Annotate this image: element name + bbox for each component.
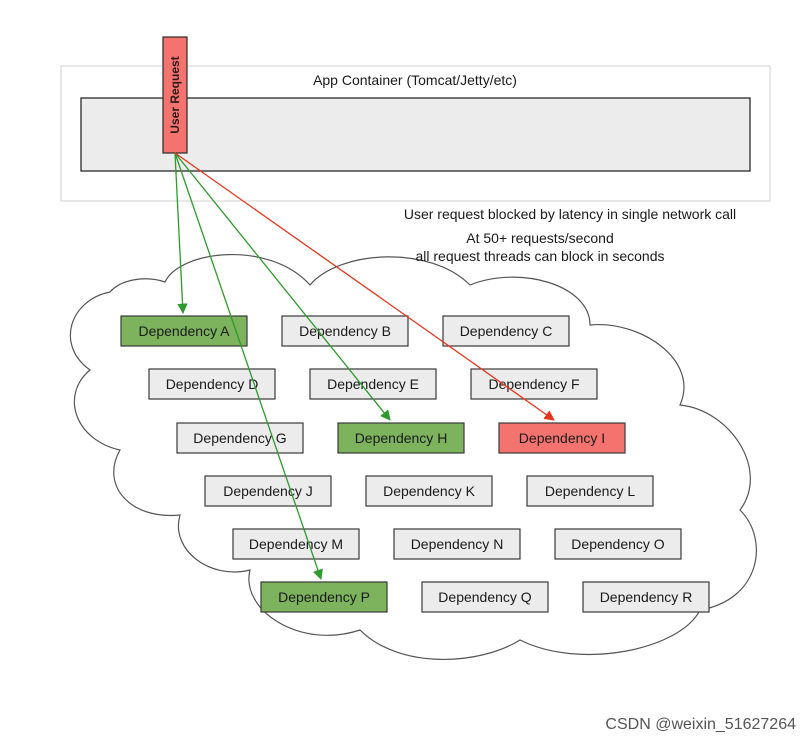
- dependency-d-node: Dependency D: [148, 368, 276, 400]
- dependency-h-box: [337, 422, 465, 454]
- dependency-o-label: Dependency O: [571, 536, 665, 552]
- dependency-l-box: [526, 475, 654, 507]
- dependency-p-label: Dependency P: [278, 589, 370, 605]
- latency-note-line-2: At 50+ requests/second: [466, 230, 614, 246]
- dependency-n-label: Dependency N: [411, 536, 504, 552]
- dependency-n-box: [393, 528, 521, 560]
- dependency-f-label: Dependency F: [488, 376, 579, 392]
- dependency-m-label: Dependency M: [249, 536, 343, 552]
- dependency-e-box: [309, 368, 437, 400]
- dependency-r-box: [582, 581, 710, 613]
- user-request-label: User Request: [160, 37, 190, 153]
- dependency-r-node: Dependency R: [582, 581, 710, 613]
- latency-note-line-3: all request threads can block in seconds: [415, 248, 665, 264]
- dependency-k-box: [365, 475, 493, 507]
- user-request-text: User Request: [168, 56, 182, 134]
- dependency-q-label: Dependency Q: [438, 589, 532, 605]
- dependency-g-box: [176, 422, 304, 454]
- app-container-bar: [80, 97, 751, 172]
- dependency-e-label: Dependency E: [327, 376, 419, 392]
- dependency-c-node: Dependency C: [442, 315, 570, 347]
- dependency-e-node: Dependency E: [309, 368, 437, 400]
- dependency-g-label: Dependency G: [193, 430, 286, 446]
- dependency-layer: Dependency A Dependency B Dependency C Depe…: [120, 315, 710, 613]
- dependency-j-label: Dependency J: [223, 483, 313, 499]
- dependency-g-node: Dependency G: [176, 422, 304, 454]
- dependency-j-box: [204, 475, 332, 507]
- call-arrow-to-dependency-a: [174, 152, 188, 315]
- dependency-l-label: Dependency L: [545, 483, 636, 499]
- app-container-title: App Container (Tomcat/Jetty/etc): [313, 72, 517, 88]
- dependency-k-label: Dependency K: [383, 483, 476, 499]
- dependency-i-label: Dependency I: [519, 430, 605, 446]
- dependency-p-box: [260, 581, 388, 613]
- dependency-r-label: Dependency R: [600, 589, 693, 605]
- call-arrow-to-dependency-h: [174, 152, 391, 421]
- latency-note-line-1: User request blocked by latency in singl…: [403, 206, 737, 222]
- dependency-p-node: Dependency P: [260, 581, 388, 613]
- dependency-j-node: Dependency J: [204, 475, 332, 507]
- dependency-o-box: [554, 528, 682, 560]
- dependency-q-node: Dependency Q: [421, 581, 549, 613]
- user-request-box: [162, 36, 188, 154]
- watermark: CSDN @weixin_51627264: [605, 716, 796, 733]
- dependency-a-label: Dependency A: [138, 323, 230, 339]
- dependency-l-node: Dependency L: [526, 475, 654, 507]
- call-arrow-to-dependency-i: [174, 152, 555, 421]
- call-arrow-to-dependency-p: [174, 152, 323, 580]
- dependency-d-label: Dependency D: [166, 376, 259, 392]
- dependency-f-node: Dependency F: [470, 368, 598, 400]
- dependency-b-box: [281, 315, 409, 347]
- dependency-i-node: Dependency I: [498, 422, 626, 454]
- dependency-h-label: Dependency H: [355, 430, 448, 446]
- dependency-i-box: [498, 422, 626, 454]
- dependency-b-node: Dependency B: [281, 315, 409, 347]
- dependency-m-box: [232, 528, 360, 560]
- dependency-k-node: Dependency K: [365, 475, 493, 507]
- dependency-n-node: Dependency N: [393, 528, 521, 560]
- dependency-h-node: Dependency H: [337, 422, 465, 454]
- dependency-f-box: [470, 368, 598, 400]
- dependency-q-box: [421, 581, 549, 613]
- dependency-a-node: Dependency A: [120, 315, 248, 347]
- dependency-c-box: [442, 315, 570, 347]
- dependency-b-label: Dependency B: [299, 323, 391, 339]
- dependency-o-node: Dependency O: [554, 528, 682, 560]
- dependency-c-label: Dependency C: [460, 323, 553, 339]
- dependency-a-box: [120, 315, 248, 347]
- arrow-layer: [174, 152, 555, 580]
- dependency-m-node: Dependency M: [232, 528, 360, 560]
